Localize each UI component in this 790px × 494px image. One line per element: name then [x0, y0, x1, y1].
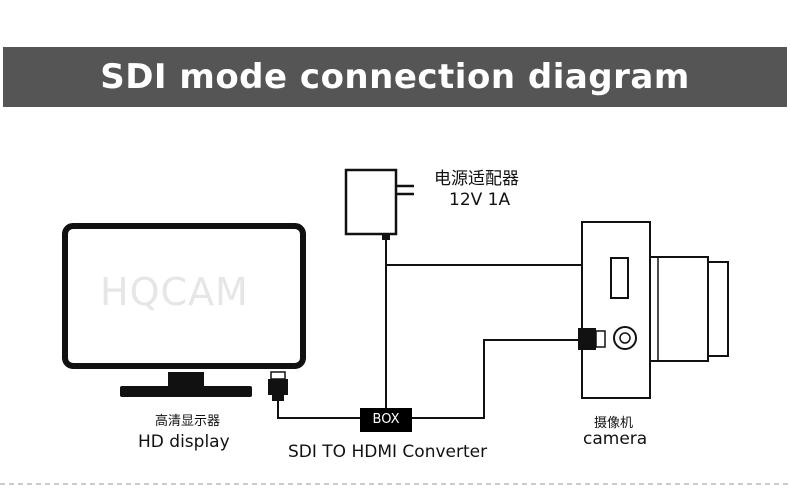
diagram-title: SDI mode connection diagram — [100, 57, 690, 97]
camera-label-en: camera — [583, 429, 648, 449]
adapter-label-spec: 12V 1A — [449, 190, 511, 210]
power-adapter-icon — [344, 168, 414, 240]
display-label-en: HD display — [138, 432, 230, 452]
display-label-cn: 高清显示器 — [155, 414, 221, 429]
title-banner: SDI mode connection diagram — [3, 47, 787, 107]
hdmi-connector-icon — [268, 371, 288, 401]
converter-label-en: SDI TO HDMI Converter — [288, 442, 488, 462]
hdmi-cable — [277, 401, 360, 419]
camera-label-cn: 摄像机 — [594, 416, 634, 431]
adapter-label-cn: 电源适配器 — [434, 169, 519, 189]
sdi-cable — [412, 339, 580, 419]
converter-box — [360, 408, 412, 432]
sdi-connector-icon — [578, 328, 606, 350]
power-cable-camera — [385, 252, 582, 266]
hd-display-icon — [62, 223, 306, 397]
camera-icon — [581, 221, 729, 399]
watermark-text: HQCAM — [100, 270, 249, 314]
converter-box-label: BOX — [372, 412, 400, 427]
